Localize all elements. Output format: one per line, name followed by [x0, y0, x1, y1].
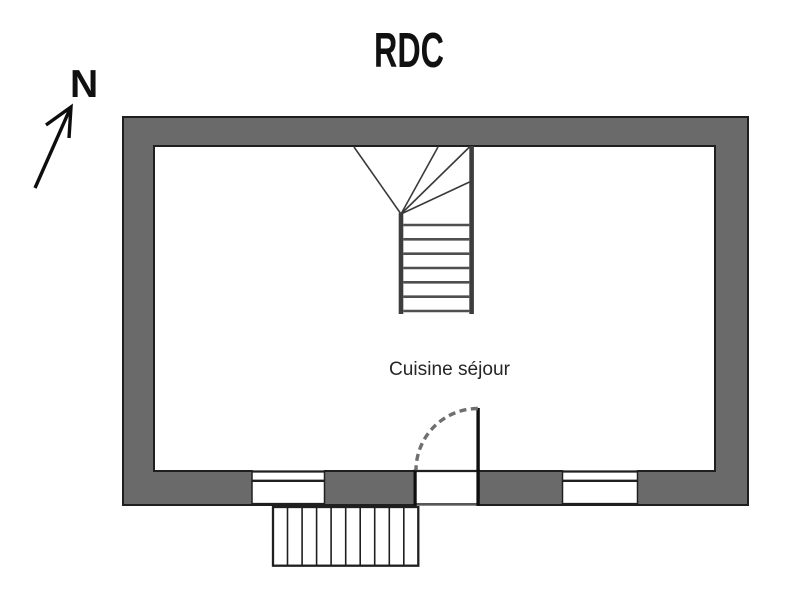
exterior-steps	[271, 505, 420, 567]
entry-door	[413, 406, 480, 506]
winder-tread-line	[353, 146, 402, 215]
window-right	[561, 470, 639, 506]
door-jamb-right	[476, 469, 480, 506]
stair-stringer-right	[469, 146, 474, 314]
north-label: N	[70, 63, 98, 106]
winder-tread-line	[400, 181, 470, 215]
winder-tread-line	[400, 146, 439, 215]
walls	[122, 116, 749, 506]
staircase	[353, 146, 474, 314]
winder-tread-line	[400, 146, 471, 215]
window-left	[251, 470, 326, 506]
door-leaf	[476, 408, 480, 470]
page-title: RDC	[374, 24, 444, 78]
door-swing-arc	[414, 406, 478, 471]
door-jamb-left	[413, 469, 417, 506]
north-indicator: N	[33, 63, 98, 189]
room-label: Cuisine séjour	[389, 358, 510, 380]
north-arrow-icon	[33, 103, 73, 189]
stair-stringer-left	[398, 213, 404, 314]
